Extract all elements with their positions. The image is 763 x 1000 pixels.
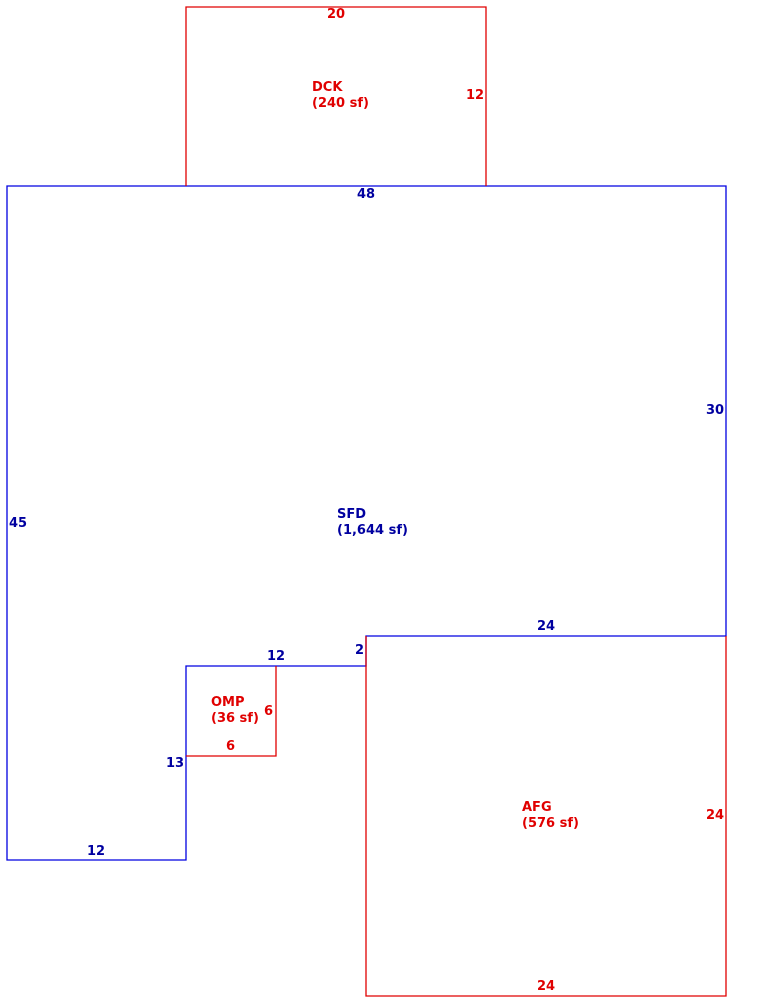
afg-right-dimension: 24 (706, 808, 725, 823)
afg-area-label: AFG (576 sf) (522, 800, 579, 832)
dck-name: DCK (312, 80, 343, 95)
omp-size: (36 sf) (211, 711, 259, 726)
sfd-step-dimension: 2 (355, 643, 365, 658)
dck-top-dimension: 20 (327, 7, 346, 22)
omp-bottom-dimension: 6 (226, 739, 236, 754)
sfd-notch-top-dimension: 24 (537, 619, 556, 634)
sfd-inner-left-dimension: 13 (166, 756, 185, 771)
sfd-notch-mid-dimension: 12 (267, 649, 286, 664)
dck-size: (240 sf) (312, 96, 369, 111)
omp-area-label: OMP (36 sf) (211, 695, 259, 727)
omp-right-dimension: 6 (264, 704, 274, 719)
omp-outline (186, 666, 277, 757)
sfd-size: (1,644 sf) (337, 523, 408, 538)
sfd-right-dimension: 30 (706, 403, 725, 418)
sfd-name: SFD (337, 507, 367, 522)
omp-name: OMP (211, 695, 245, 710)
afg-outline (365, 636, 727, 997)
sfd-bottom-dimension: 12 (87, 844, 106, 859)
sfd-top-dimension: 48 (357, 187, 376, 202)
dck-right-dimension: 12 (466, 88, 485, 103)
afg-bottom-dimension: 24 (537, 979, 556, 994)
sfd-area-label: SFD (1,644 sf) (337, 507, 408, 539)
afg-name: AFG (522, 800, 552, 815)
dck-area-label: DCK (240 sf) (312, 80, 369, 112)
dck-outline (185, 6, 487, 186)
afg-size: (576 sf) (522, 816, 579, 831)
sfd-left-dimension: 45 (9, 516, 28, 531)
